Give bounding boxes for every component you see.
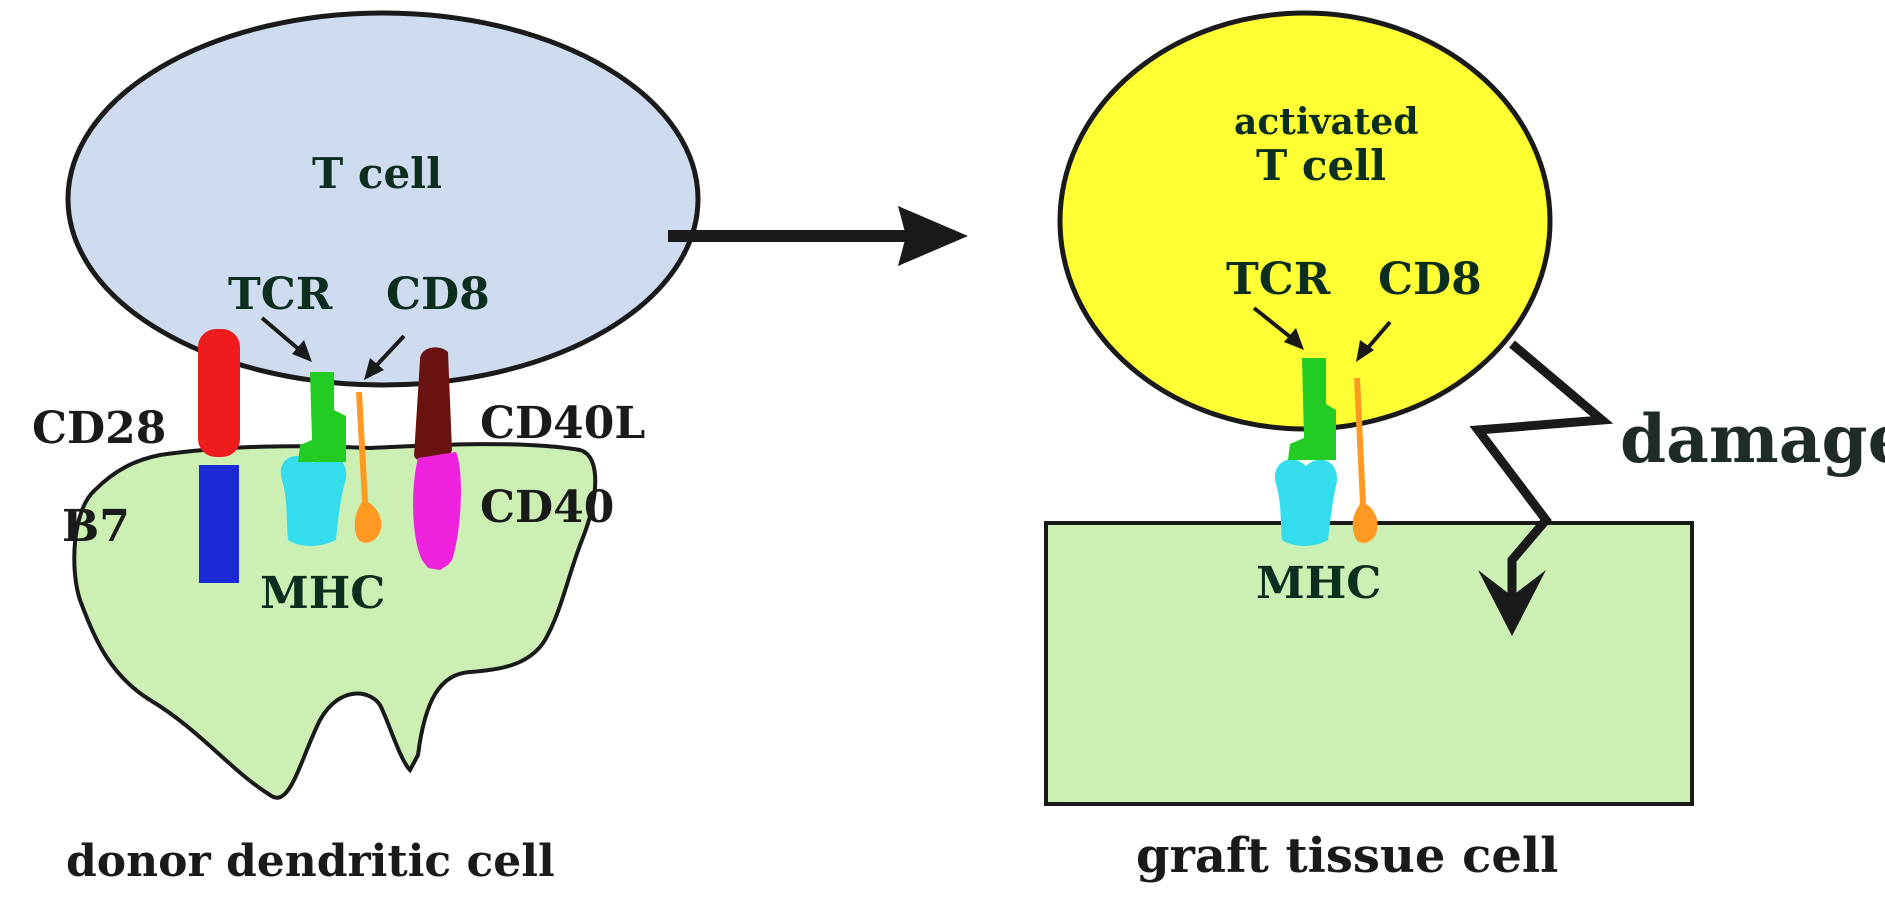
t-cell-label: T cell (312, 149, 442, 198)
cd8-molecule-right (1352, 378, 1378, 543)
transition-arrow-shaft (668, 230, 918, 242)
caption-donor-dendritic-cell: donor dendritic cell (66, 836, 555, 887)
damage-arrowhead (1478, 570, 1546, 636)
cd8-molecule (354, 392, 382, 543)
tcr-molecule-right (1288, 358, 1336, 460)
t-cell (65, 10, 701, 388)
b7-molecule (199, 465, 239, 583)
caption-graft-tissue-cell: graft tissue cell (1136, 828, 1558, 884)
activated-label-line2: T cell (1256, 141, 1386, 190)
tcr-pointer-line (260, 316, 304, 354)
mhc-molecule-right (1274, 459, 1338, 546)
mhc-label-right: MHC (1256, 558, 1381, 609)
cd8-pointer-line (372, 334, 406, 370)
damage-zigzag (1469, 340, 1614, 620)
activated-label-line1: activated (1234, 101, 1419, 143)
cd8-label-left: CD8 (386, 269, 490, 320)
cd40l-molecule (414, 347, 452, 465)
cd40-label: CD40 (480, 482, 614, 533)
tcr-pointer-line-right (1252, 306, 1296, 342)
tcr-label-right: TCR (1226, 254, 1331, 305)
transition-arrow-head (898, 206, 968, 266)
mhc-label-left: MHC (260, 568, 385, 619)
cd28-molecule (198, 329, 240, 457)
b7-label: B7 (62, 501, 130, 552)
cd28-label: CD28 (32, 403, 166, 454)
tcr-pointer-arrowhead-right (1284, 328, 1304, 350)
cd8-pointer-arrowhead (364, 358, 384, 380)
tcr-pointer-arrowhead (292, 340, 312, 362)
tcr-molecule (298, 372, 346, 462)
graft-tissue-cell (1044, 521, 1694, 806)
cd40l-label: CD40L (480, 398, 645, 449)
cd8-pointer-line-right (1364, 320, 1392, 352)
cd8-label-right: CD8 (1378, 254, 1482, 305)
cd8-pointer-arrowhead-right (1356, 340, 1374, 362)
damage-label: damage (1620, 400, 1885, 478)
tcr-label-left: TCR (228, 269, 333, 320)
cd40-molecule (413, 452, 461, 570)
mhc-molecule (280, 455, 347, 546)
